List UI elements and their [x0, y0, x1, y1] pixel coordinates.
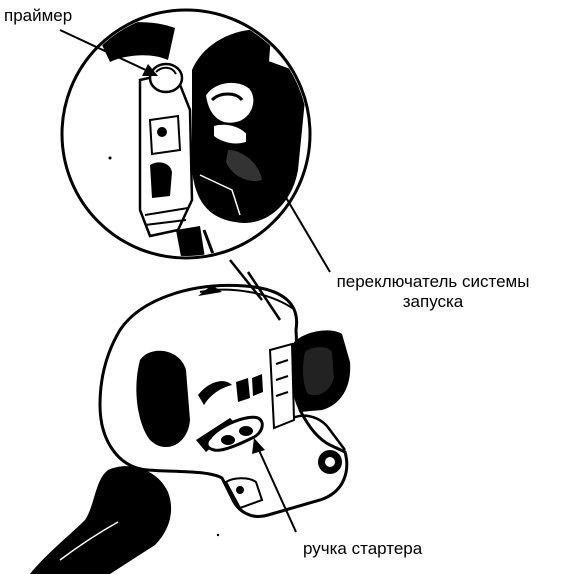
start-system-switch — [192, 29, 307, 223]
primer-bulb — [150, 64, 182, 92]
primer-label: праймер — [4, 6, 72, 26]
start-switch-label: переключатель системы запуска — [302, 272, 564, 312]
start-switch-label-line1: переключатель системы — [302, 272, 564, 292]
start-switch-label-line2: запуска — [302, 292, 564, 312]
starter-handle-label: ручка стартера — [303, 539, 422, 559]
shaft-handle — [30, 466, 171, 574]
